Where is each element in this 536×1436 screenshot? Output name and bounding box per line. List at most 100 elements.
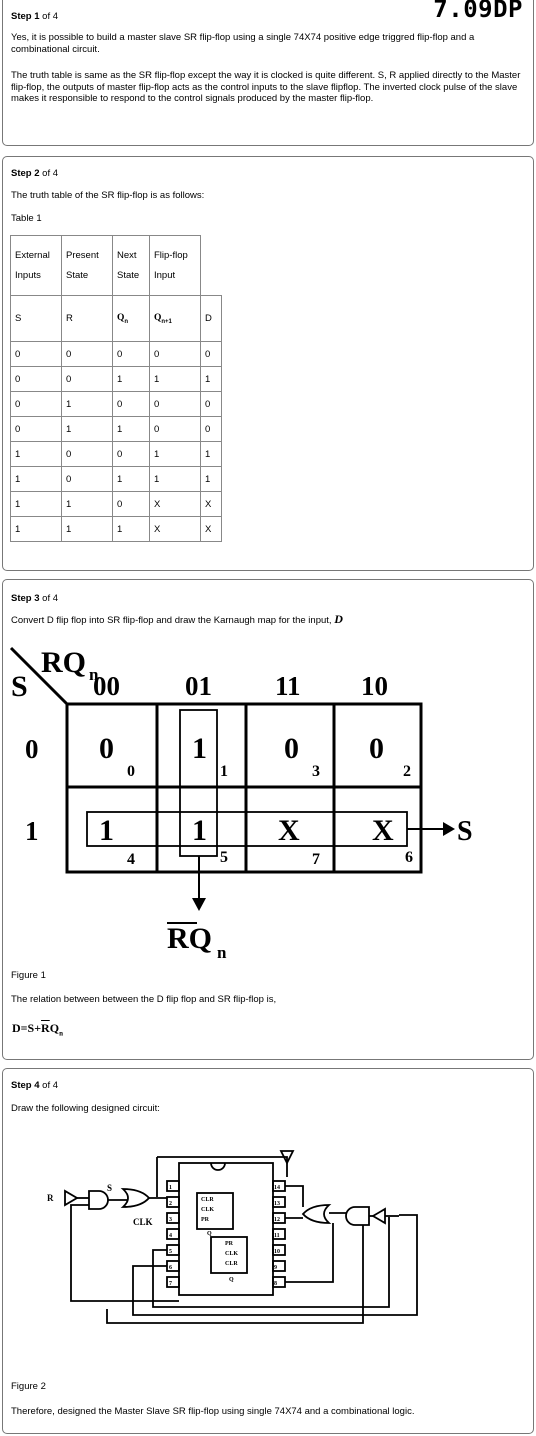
truth-table-cell: X	[149, 491, 201, 517]
truth-table-cell: 1	[200, 366, 222, 392]
group-header-blank	[201, 236, 222, 296]
step-4-intro: Draw the following designed circuit:	[11, 1103, 160, 1114]
truth-table-cell: 0	[10, 391, 62, 417]
kmap-cell-value: 1	[99, 814, 114, 847]
truth-table-cell: 0	[149, 416, 201, 442]
ff2-label: PR	[225, 1241, 234, 1247]
solution-code: 7.09DP	[433, 0, 523, 23]
karnaugh-map: S RQ n 00 01 11 10 0 1 0 0 1 1 0 3 0 2 1…	[9, 646, 473, 960]
pin-label: 4	[169, 1233, 172, 1239]
kmap-group-col-label: RQ	[167, 922, 212, 955]
truth-table-cell: 0	[200, 416, 222, 442]
wire	[157, 1156, 288, 1177]
kmap-corner-diagonal	[9, 646, 69, 706]
ff2-label: CLK	[225, 1251, 238, 1257]
truth-table-cell: 1	[200, 441, 222, 467]
col-header-s: S	[10, 295, 62, 342]
truth-table-cell: 0	[61, 466, 113, 492]
kmap-arrow-rq-head	[192, 898, 206, 911]
pin-label: 2	[169, 1201, 172, 1207]
col-header-qn: Qn	[112, 295, 150, 342]
kmap-cell-index: 5	[220, 849, 228, 866]
table-title: Table 1	[11, 213, 42, 224]
step-3-intro: Convert D flip flop into SR flip-flop an…	[11, 612, 343, 626]
wire	[132, 1214, 418, 1316]
col-header-qn1: Qn+1	[149, 295, 201, 342]
circuit-diagram: 1 2 3 4 5 6 7 14 13 12 11 10 9 8 CLR CLK…	[47, 1150, 418, 1324]
truth-table-cell: 0	[200, 341, 222, 367]
clk-label: CLK	[133, 1217, 153, 1227]
truth-table-cell: 0	[61, 441, 113, 467]
kmap-row-var: S	[11, 670, 28, 703]
step-1-paragraph-1: Yes, it is possible to build a master sl…	[11, 32, 475, 55]
step-1-card: 7.09DP Step 1 of 4 Yes, it is possible t…	[2, 0, 534, 146]
kmap-cell-value: 1	[192, 814, 207, 847]
truth-table-cell: 1	[10, 441, 62, 467]
kmap-cell-value: X	[372, 814, 394, 847]
truth-table-cell: 0	[61, 366, 113, 392]
kmap-col-label-11: 11	[275, 671, 301, 701]
truth-table-cell: 0	[10, 416, 62, 442]
pin-label: 9	[274, 1265, 277, 1271]
input-r-label: R	[47, 1193, 54, 1203]
step-4-card: Step 4 of 4 Draw the following designed …	[2, 1068, 534, 1434]
col-header-d: D	[200, 295, 222, 342]
kmap-col-label-00: 00	[93, 671, 120, 701]
buffer-r	[64, 1189, 79, 1207]
truth-table-cell: 1	[149, 466, 201, 492]
truth-table-cell: X	[200, 491, 222, 517]
pin-label: 5	[169, 1249, 172, 1255]
kmap-cell-index: 3	[312, 763, 320, 780]
truth-table-cell: 0	[112, 441, 150, 467]
truth-table-cell: 0	[112, 491, 150, 517]
wire	[70, 1204, 179, 1302]
intro-variable-d: D	[334, 612, 343, 626]
ff1-label: CLK	[201, 1207, 214, 1213]
step-3-heading: Step 3 of 4	[11, 593, 59, 604]
truth-table-cell: 1	[200, 466, 222, 492]
ff2-label: CLR	[225, 1261, 238, 1267]
truth-table-cell: 0	[112, 341, 150, 367]
pin-label: 11	[274, 1233, 280, 1239]
buffer-right	[371, 1207, 386, 1225]
kmap-cell-value: X	[278, 814, 300, 847]
kmap-cell-index: 2	[403, 763, 411, 780]
truth-table-cell: X	[149, 516, 201, 542]
kmap-col-var: RQ	[41, 646, 86, 679]
ic-notch	[210, 1162, 226, 1171]
buffer-top-right	[279, 1150, 295, 1166]
kmap-cell-value: 0	[284, 732, 299, 765]
step-3-card: Step 3 of 4 Convert D flip flop into SR …	[2, 579, 534, 1060]
truth-table-cell: X	[200, 516, 222, 542]
truth-table-cell: 0	[200, 391, 222, 417]
kmap-col-label-01: 01	[185, 671, 212, 701]
figure-1-caption: Figure 1	[11, 970, 46, 981]
step-1-heading: Step 1 of 4	[11, 11, 59, 22]
wire	[285, 1185, 304, 1207]
truth-table-cell: 0	[149, 391, 201, 417]
col-header-r: R	[61, 295, 113, 342]
and-gate-right	[345, 1206, 370, 1226]
kmap-col-label-10: 10	[361, 671, 388, 701]
kmap-arrow-s-head	[443, 822, 455, 836]
flip-flop-1	[196, 1192, 234, 1230]
pin-label: 3	[169, 1217, 172, 1223]
pin-label: 10	[274, 1249, 280, 1255]
kmap-cell-index: 1	[220, 763, 228, 780]
step-4-heading: Step 4 of 4	[11, 1080, 59, 1091]
ic-left-pins	[166, 1180, 180, 1288]
pin-label: 13	[274, 1201, 280, 1207]
truth-table-cell: 1	[112, 516, 150, 542]
pin-label: 6	[169, 1265, 172, 1271]
pin-label: 12	[274, 1217, 280, 1223]
input-s-label: S	[107, 1183, 112, 1193]
